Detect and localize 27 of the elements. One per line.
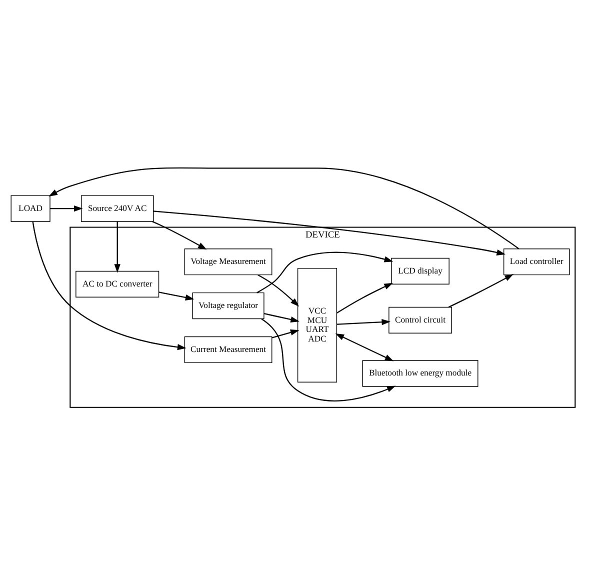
- node-box: LCD display: [391, 257, 450, 284]
- arrow: [50, 204, 83, 212]
- node-box: Bluetooth low energy module: [362, 360, 478, 386]
- node-box: VCC MCU UART ADC: [297, 267, 338, 382]
- node-box: Current Measurement: [184, 336, 272, 363]
- node-box: Control circuit: [388, 306, 452, 334]
- arrow: [336, 318, 391, 325]
- node-box: Load controller: [503, 248, 570, 275]
- arrow: [153, 210, 506, 256]
- arrow: [264, 312, 300, 322]
- arrow: [158, 291, 194, 300]
- node-box: Voltage Measurement: [184, 248, 272, 275]
- arrow: [48, 166, 520, 249]
- arrow: [272, 328, 300, 338]
- arrow: [448, 274, 514, 308]
- arrow: [114, 221, 120, 272]
- arrow: [261, 318, 396, 402]
- node-box: AC to DC converter: [76, 270, 160, 297]
- node-box: Source 240V AC: [80, 194, 154, 222]
- arrow: [152, 220, 207, 250]
- arrow: [336, 282, 394, 314]
- arrow: [258, 274, 300, 306]
- arrow: [32, 221, 186, 350]
- node-box: Voltage regulator: [192, 292, 264, 319]
- arrow: [256, 251, 394, 293]
- arrow: [335, 332, 394, 361]
- node-box: LOAD: [10, 194, 50, 222]
